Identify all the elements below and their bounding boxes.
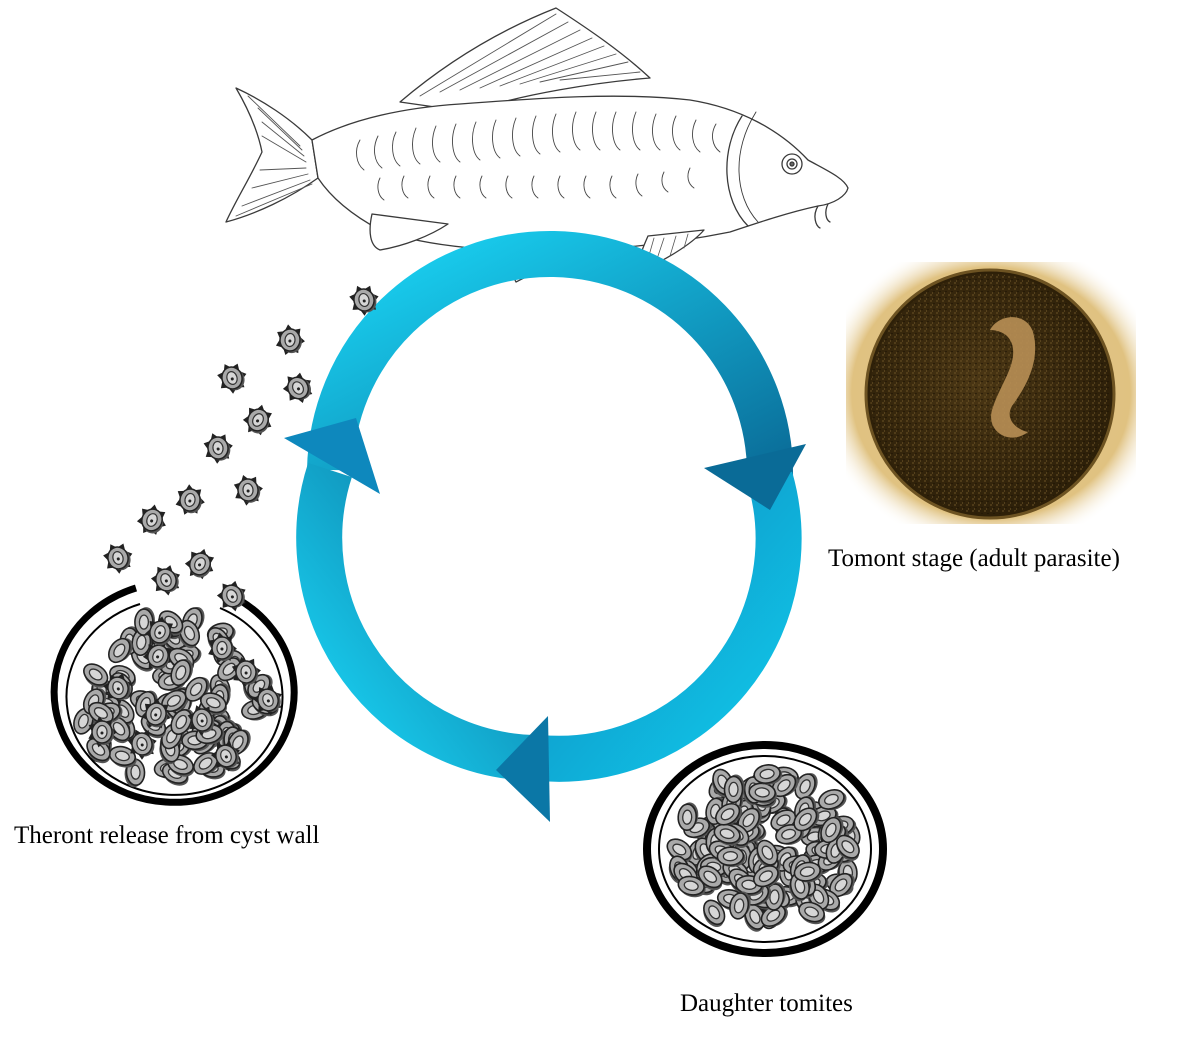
daughter-tomite-cells xyxy=(662,763,864,935)
theront-cell-icon xyxy=(134,501,172,540)
theront-cell-icon xyxy=(174,483,207,518)
theront-cell-icon xyxy=(148,560,186,599)
theront-cell-icon xyxy=(101,539,137,577)
theront-cell-icon xyxy=(181,544,221,585)
theront-cell-icon xyxy=(233,473,265,507)
free-theront-cells xyxy=(101,281,383,651)
theront-cell-icon xyxy=(239,400,278,440)
theront-cell-icon xyxy=(215,359,251,396)
theront-release-caption: Theront release from cyst wall xyxy=(14,822,319,850)
daughter-tomites-caption: Daughter tomites xyxy=(680,990,853,1018)
theront-cell-icon xyxy=(213,576,252,616)
theront-cell-icon xyxy=(347,281,382,318)
theront-cell-icon xyxy=(275,323,306,356)
theront-cell-icon xyxy=(202,430,235,465)
theront-cell-icon xyxy=(279,367,319,408)
tomont-stage-caption: Tomont stage (adult parasite) xyxy=(828,545,1120,573)
